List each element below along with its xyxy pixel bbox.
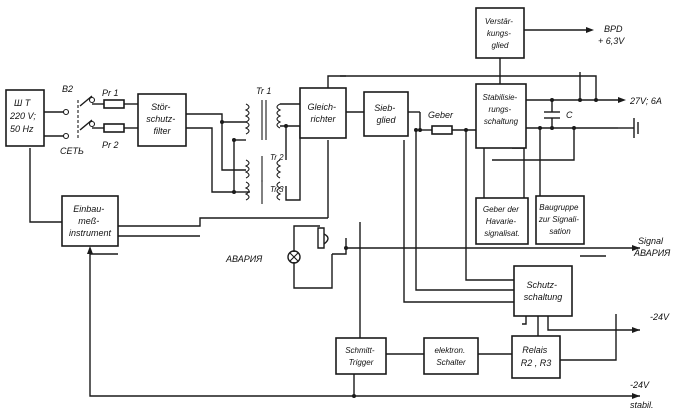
capacitor-label: C [566, 110, 573, 120]
rectifier-block [299, 87, 347, 139]
meter-block [61, 195, 119, 247]
signal-ru-label: АВАРИЯ [633, 248, 671, 258]
stabilizer-label: Stabilisie- rungs- schaltung [483, 93, 520, 126]
signal-group-label: Baugruppe zur Signali- sation [538, 203, 581, 236]
amplifier-label: Verstär- kungs- glied [485, 17, 515, 50]
output-arrows [87, 27, 640, 399]
alarm-lamp-label: АВАРИЯ [225, 254, 263, 264]
filter-label: Stör- schutz- filter [146, 102, 178, 136]
stabil-label: stabil. [630, 400, 654, 410]
fuse-1-symbol [103, 99, 125, 109]
network-label: СЕТЬ [60, 146, 84, 156]
fuse-1-label: Pr 1 [102, 88, 119, 98]
output-27v-label: 27V; 6A [629, 96, 662, 106]
protection-block [513, 265, 573, 317]
electronic-switch-label: elektron. Schalter [435, 346, 468, 367]
schmitt-trigger-label: Schmitt- Trigger [345, 346, 377, 367]
mains-block [5, 89, 45, 147]
mains-switch [62, 96, 96, 140]
smoothing-label: Sieb- glied [374, 103, 398, 125]
alarm-sensor-label: Geber der Havarie- signalisat. [483, 205, 521, 238]
alarm-sensor-block [475, 197, 529, 245]
smoothing-block [363, 91, 409, 137]
minus24-label: -24V [650, 312, 670, 322]
mains-label: Ш Т 220 V; 50 Hz [9, 98, 38, 134]
ground-icon [633, 118, 639, 138]
filter-block [137, 93, 187, 147]
tr2-label: Tr 2 [270, 153, 284, 162]
sensor-label: Geber [428, 110, 454, 120]
junctions [220, 98, 598, 398]
protection-label: Schutz- schaltung [524, 280, 563, 302]
electronic-switch-block [423, 337, 479, 375]
transformer-windings [244, 100, 282, 204]
rectifier-label: Gleich- richter [307, 102, 338, 124]
alarm-lamp-icon [287, 250, 301, 264]
meter-label: Einbau- meß- instrument [69, 204, 112, 238]
fuse-2-label: Pr 2 [102, 140, 119, 150]
buzzer-icon [317, 227, 329, 249]
signal-group-block [535, 195, 585, 245]
schmitt-trigger-block [335, 337, 387, 375]
bpd-voltage-label: + 6,3V [598, 36, 625, 46]
sensor-resistor-symbol [431, 125, 453, 135]
switch-label: B2 [62, 84, 73, 94]
stabilizer-block [475, 83, 527, 149]
minus24-stab-label: -24V [630, 380, 650, 390]
tr1-label: Tr 1 [256, 86, 271, 96]
bpd-label: BPD [604, 24, 623, 34]
amplifier-block [475, 7, 525, 59]
tr3-label: Tr 3 [270, 185, 284, 194]
fuse-2-symbol [103, 123, 125, 133]
relay-block [511, 335, 561, 379]
relay-label: Relais R2 , R3 [521, 345, 552, 368]
signal-label: Signal [638, 236, 664, 246]
